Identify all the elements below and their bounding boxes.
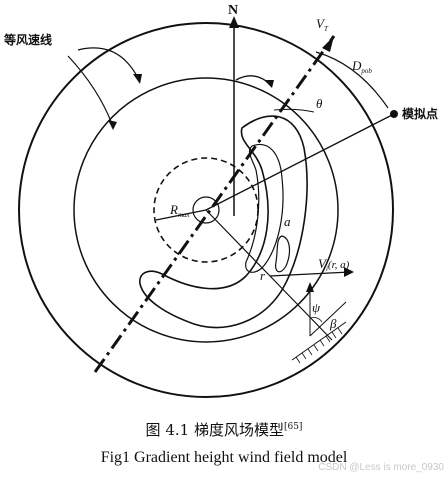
isotach-pointer-outer-head (133, 74, 142, 84)
r-radius-line (205, 209, 271, 277)
caption-chinese-text: 图 4.1 梯度风场模型 (145, 421, 284, 439)
psi-label: ψ (312, 300, 321, 315)
hatch-base-line (291, 321, 347, 361)
band-inner-hollow (245, 143, 284, 273)
watermark: CSDN @Less is more_0930 (318, 462, 444, 473)
wind-vector-label-sub: i (326, 265, 328, 273)
psi-angle-arc (309, 317, 323, 323)
north-label: N (228, 3, 238, 18)
hatch-marks (295, 327, 343, 364)
wind-vector-line (269, 271, 351, 277)
rmax-label: Rmax (169, 202, 191, 219)
center-to-point-line (205, 113, 395, 211)
isotach-pointer-inner-head (108, 120, 117, 130)
vt-label-main: V (316, 16, 326, 31)
crescent-wind-band (139, 115, 308, 329)
wind-vector-label-args: (r, a) (328, 259, 350, 271)
north-arrow-head (229, 16, 239, 28)
caption-reference: [65] (283, 422, 303, 432)
eye-circle (192, 196, 220, 224)
inner-isotach-circle (73, 77, 339, 343)
theta-label: θ (316, 96, 323, 111)
wind-vector-label: Vi(r, a) (318, 256, 350, 273)
isotach-pointer-outer (77, 47, 139, 79)
isotach-pointer-inner (67, 55, 113, 125)
distance-label-main: D (351, 58, 362, 73)
rmax-radius-line (155, 209, 207, 221)
isotach-label: 等风速线 (3, 32, 52, 47)
outer-isotach-circle (18, 22, 394, 398)
theta-angle-arc (273, 108, 315, 113)
rmax-label-sub: max (178, 211, 191, 219)
simulation-point-label: 模拟点 (402, 106, 438, 121)
a-label: a (284, 214, 291, 229)
rmax-label-main: R (169, 202, 178, 217)
wind-vector-label-main: V (318, 256, 328, 271)
caption-chinese: 图 4.1 梯度风场模型[65] (0, 419, 448, 440)
band-small-capsule (275, 235, 291, 273)
r-label: r (260, 268, 266, 283)
vt-label: VT (316, 16, 329, 33)
distance-dim-arc (315, 51, 389, 109)
track-arrow-head (322, 36, 334, 52)
wind-vector-arrow (344, 267, 354, 277)
radial-extension-line (269, 275, 333, 341)
beta-label: β (329, 316, 337, 331)
local-direction-line (309, 301, 347, 337)
simulation-point-dot (390, 110, 398, 118)
local-north-arrow (306, 282, 314, 292)
angle-arc-arrow (264, 80, 274, 88)
distance-label: Dpob (351, 58, 372, 75)
gradient-wind-field-diagram: 等风速线 N VT Dpob 模拟点 θ Rmax a r Vi(r, a) ψ… (3, 3, 438, 398)
storm-track-line (93, 35, 336, 373)
caption-english: Fig1 Gradient height wind field model (100, 449, 348, 466)
vt-label-sub: T (324, 25, 329, 33)
distance-label-sub: pob (360, 67, 372, 75)
